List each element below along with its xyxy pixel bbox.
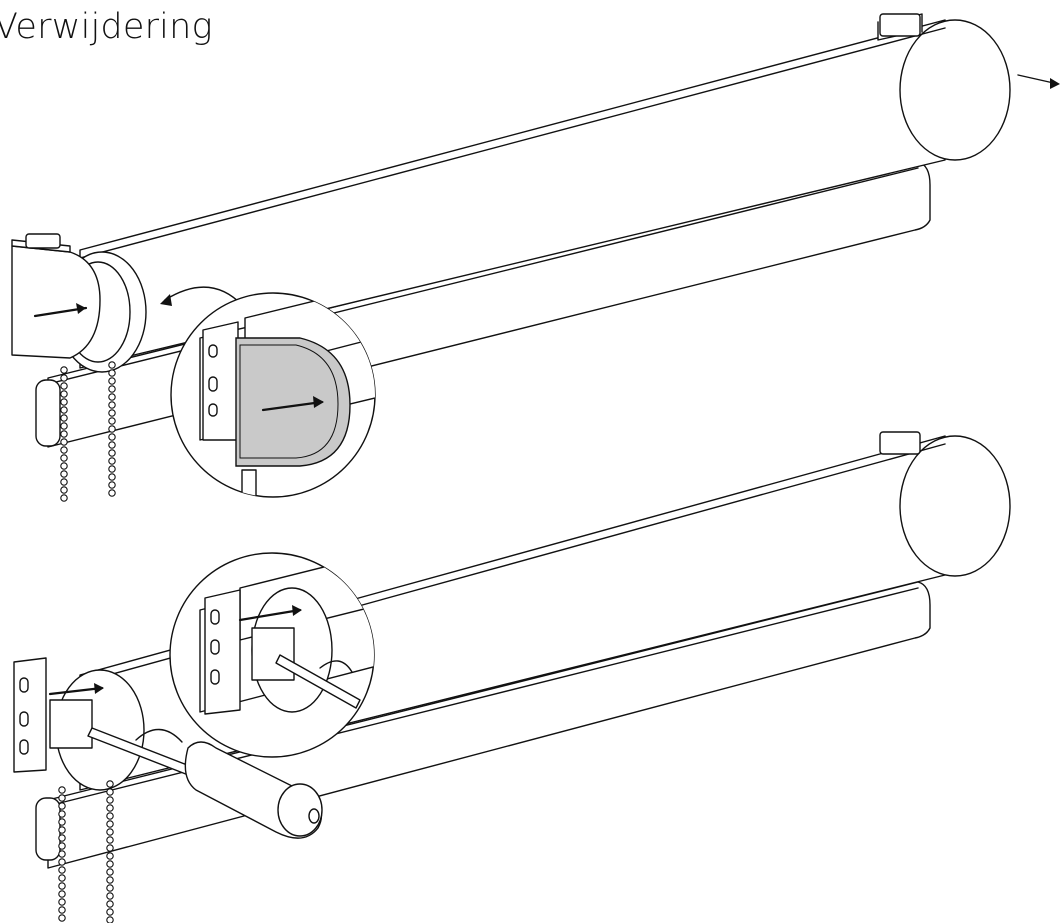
chain-bead <box>106 820 114 828</box>
chain-bead <box>106 796 114 804</box>
chain-bead <box>106 868 114 876</box>
chain-bead <box>60 462 68 470</box>
chain-bead <box>106 844 114 852</box>
chain-bead <box>108 473 116 481</box>
chain-bead <box>106 876 114 884</box>
chain-bead <box>58 906 66 914</box>
chain-bead <box>106 812 114 820</box>
bottom-bottom-weight <box>35 797 61 861</box>
chain-bead <box>108 457 116 465</box>
chain-bead <box>108 425 116 433</box>
chain-bead <box>108 409 116 417</box>
chain-bead <box>108 449 116 457</box>
chain-bead <box>108 433 116 441</box>
bottom-left-end-cap <box>13 657 145 791</box>
chain-bead <box>60 438 68 446</box>
chain-bead <box>58 890 66 898</box>
screwdriver-icon <box>87 727 323 839</box>
bottom-detail-circle <box>169 552 375 758</box>
chain-bead <box>60 454 68 462</box>
bottom-bead-chain <box>58 780 114 923</box>
chain-bead <box>60 494 68 502</box>
chain-bead <box>108 361 116 369</box>
chain-bead <box>106 836 114 844</box>
chain-bead <box>60 374 68 382</box>
chain-bead <box>60 430 68 438</box>
curved-arrow-icon <box>164 286 243 306</box>
top-detail-circle <box>170 292 376 498</box>
chain-bead <box>106 916 114 923</box>
top-roller-tube <box>79 19 1011 369</box>
chain-bead <box>58 810 66 818</box>
chain-bead <box>58 802 66 810</box>
chain-bead <box>58 842 66 850</box>
chain-bead <box>58 794 66 802</box>
top-bead-chain <box>60 361 116 502</box>
chain-bead <box>60 414 68 422</box>
chain-bead <box>60 406 68 414</box>
chain-bead <box>60 478 68 486</box>
chain-bead <box>108 377 116 385</box>
chain-bead <box>60 398 68 406</box>
chain-bead <box>108 465 116 473</box>
chain-bead <box>108 369 116 377</box>
chain-bead <box>60 470 68 478</box>
chain-bead <box>60 422 68 430</box>
chain-bead <box>58 898 66 906</box>
chain-bead <box>106 788 114 796</box>
chain-bead <box>58 882 66 890</box>
chain-bead <box>108 385 116 393</box>
chain-bead <box>58 786 66 794</box>
chain-bead <box>106 828 114 836</box>
chain-bead <box>60 486 68 494</box>
chain-bead <box>108 401 116 409</box>
curved-arrow-icon <box>135 728 183 743</box>
chain-bead <box>106 908 114 916</box>
chain-bead <box>58 834 66 842</box>
chain-bead <box>58 826 66 834</box>
top-roller-blind <box>11 13 1060 502</box>
chain-bead <box>106 884 114 892</box>
chain-bead <box>108 481 116 489</box>
chain-bead <box>60 382 68 390</box>
chain-bead <box>60 366 68 374</box>
chain-bead <box>106 892 114 900</box>
top-bottom-weight <box>35 379 61 447</box>
bottom-roller-blind <box>13 431 1011 923</box>
chain-bead <box>108 393 116 401</box>
top-left-end-cap <box>11 233 147 373</box>
chain-bead <box>60 390 68 398</box>
chain-bead <box>108 417 116 425</box>
bottom-right-bracket <box>879 431 921 455</box>
chain-bead <box>106 852 114 860</box>
arrow-right-icon <box>1017 74 1060 89</box>
chain-bead <box>58 858 66 866</box>
page-title: Verwijdering <box>0 7 213 47</box>
chain-bead <box>58 914 66 922</box>
chain-bead <box>60 446 68 454</box>
chain-bead <box>106 900 114 908</box>
chain-bead <box>58 850 66 858</box>
chain-bead <box>106 804 114 812</box>
chain-bead <box>58 866 66 874</box>
chain-bead <box>58 874 66 882</box>
chain-bead <box>106 860 114 868</box>
arrow-right-icon <box>33 303 88 318</box>
chain-bead <box>58 818 66 826</box>
chain-bead <box>106 780 114 788</box>
chain-bead <box>108 441 116 449</box>
shaded-end-cap <box>235 337 351 467</box>
chain-bead <box>108 489 116 497</box>
